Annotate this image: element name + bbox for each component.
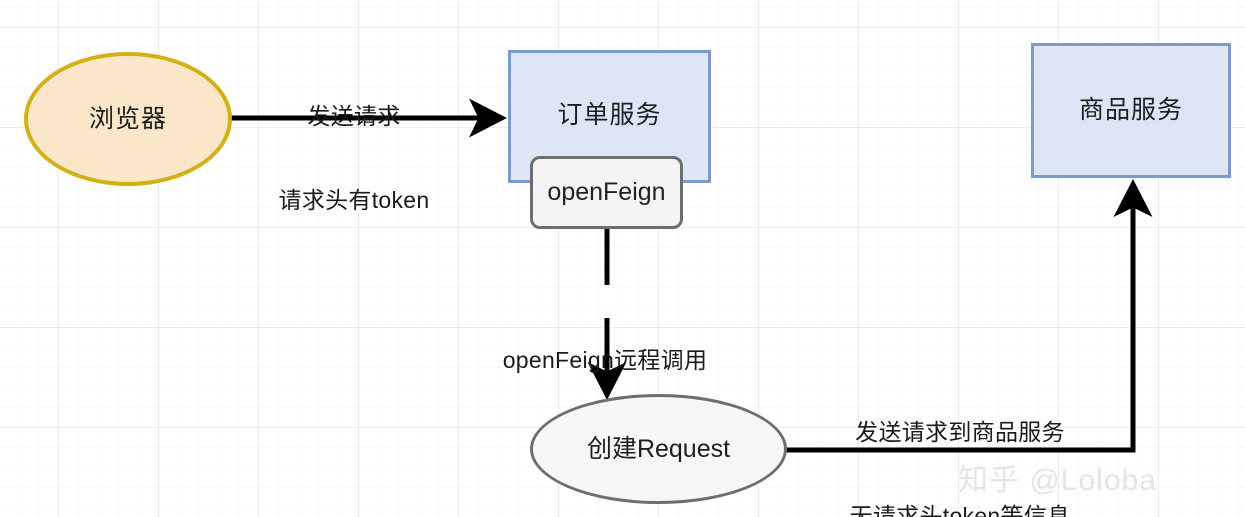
edge-label-line-1: 发送请求到商品服务 <box>855 419 1065 446</box>
edge-label-line-1: openFeign远程调用 <box>502 347 708 374</box>
node-create-request[interactable]: 创建Request <box>530 394 787 504</box>
edge-label-line-1: 发送请求 <box>307 103 401 130</box>
edge-label-browser-to-order-service: 发送请求 请求头有token <box>238 46 470 270</box>
node-openfeign[interactable]: openFeign <box>530 156 683 229</box>
watermark: 知乎 @Loloba <box>958 464 1157 497</box>
edge-label-openfeign-remote-call: openFeign远程调用 <box>455 290 755 430</box>
edge-label-line-2: 请求头有token <box>278 187 430 214</box>
node-product-service[interactable]: 商品服务 <box>1031 43 1231 178</box>
edge-label-line-2: 无请求头token等信息 <box>849 503 1071 517</box>
node-browser[interactable]: 浏览器 <box>24 52 232 186</box>
edge-label-create-request-to-product-service: 发送请求到商品服务 无请求头token等信息 <box>815 362 1105 517</box>
